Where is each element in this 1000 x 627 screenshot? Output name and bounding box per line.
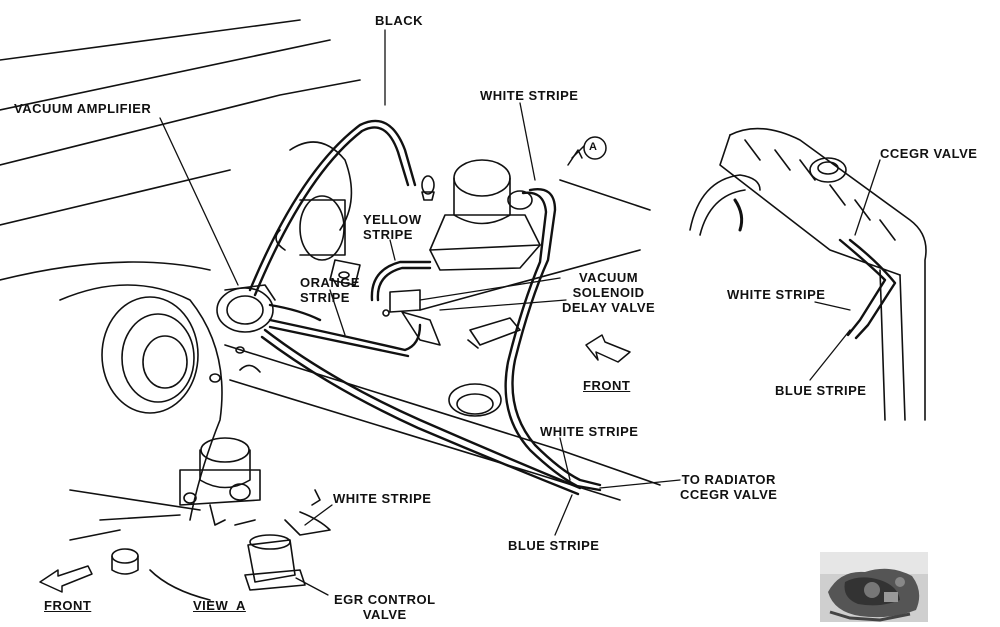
callout-a-letter: A [589,141,598,153]
label-vacuum-amplifier: VACUUM AMPLIFIER [14,101,152,116]
label-vacuum-solenoid-delay-valve: VACUUM SOLENOID DELAY VALVE [562,270,655,315]
front-arrow-main [585,334,631,363]
label-white-stripe-radiator: WHITE STRIPE [727,287,826,302]
vacuum-hoses [248,119,602,496]
carburetor [421,159,541,271]
label-egr-control-valve: EGR CONTROL VALVE [334,592,436,622]
label-to-radiator-line1: TO RADIATOR [681,472,776,487]
label-orange-stripe-line1: ORANGE [300,275,361,290]
label-front-main: FRONT [583,378,631,393]
fender-outline [0,19,361,521]
egr-control-valve [234,489,331,591]
label-to-radiator-ccegr-valve: TO RADIATOR CCEGR VALVE [680,472,777,502]
engine-photo-thumbnail [820,552,928,622]
front-arrow-view-a [39,565,93,593]
label-egr-line1: EGR CONTROL [334,592,436,607]
radiator-inset [689,127,927,421]
label-vsdv-line2: SOLENOID [572,285,645,300]
label-egr-line2: VALVE [362,607,407,622]
filler-neck [448,383,502,417]
vacuum-amplifier [209,284,276,383]
label-blue-stripe-main: BLUE STRIPE [508,538,600,553]
radiator-hoses [838,238,897,340]
label-vsdv-line3: DELAY VALVE [562,300,656,315]
label-white-stripe-view-a: WHITE STRIPE [333,491,432,506]
label-ccegr-valve: CCEGR VALVE [880,146,978,161]
leader-lines [159,29,881,596]
label-blue-stripe-radiator: BLUE STRIPE [775,383,867,398]
label-yellow-stripe-line2: STRIPE [363,227,413,242]
label-vsdv-line1: VACUUM [579,270,639,285]
view-a-callout-arrow [567,136,607,166]
label-orange-stripe-line2: STRIPE [300,290,350,305]
label-orange-stripe: ORANGE STRIPE [300,275,360,305]
label-black: BLACK [375,13,423,28]
label-white-stripe-top: WHITE STRIPE [480,88,579,103]
distributor-assembly [275,141,361,286]
label-to-radiator-line2: CCEGR VALVE [680,487,778,502]
label-white-stripe-mid: WHITE STRIPE [540,424,639,439]
vacuum-solenoid-delay-valve [382,289,521,349]
view-a-assembly [69,437,261,601]
wheel-hub [101,296,199,414]
label-yellow-stripe: YELLOW STRIPE [363,212,422,242]
label-front-view-a: FRONT [44,598,92,613]
label-yellow-stripe-line1: YELLOW [363,212,422,227]
label-view-a: VIEW A [193,598,246,613]
engine-bay-panel [224,179,661,501]
